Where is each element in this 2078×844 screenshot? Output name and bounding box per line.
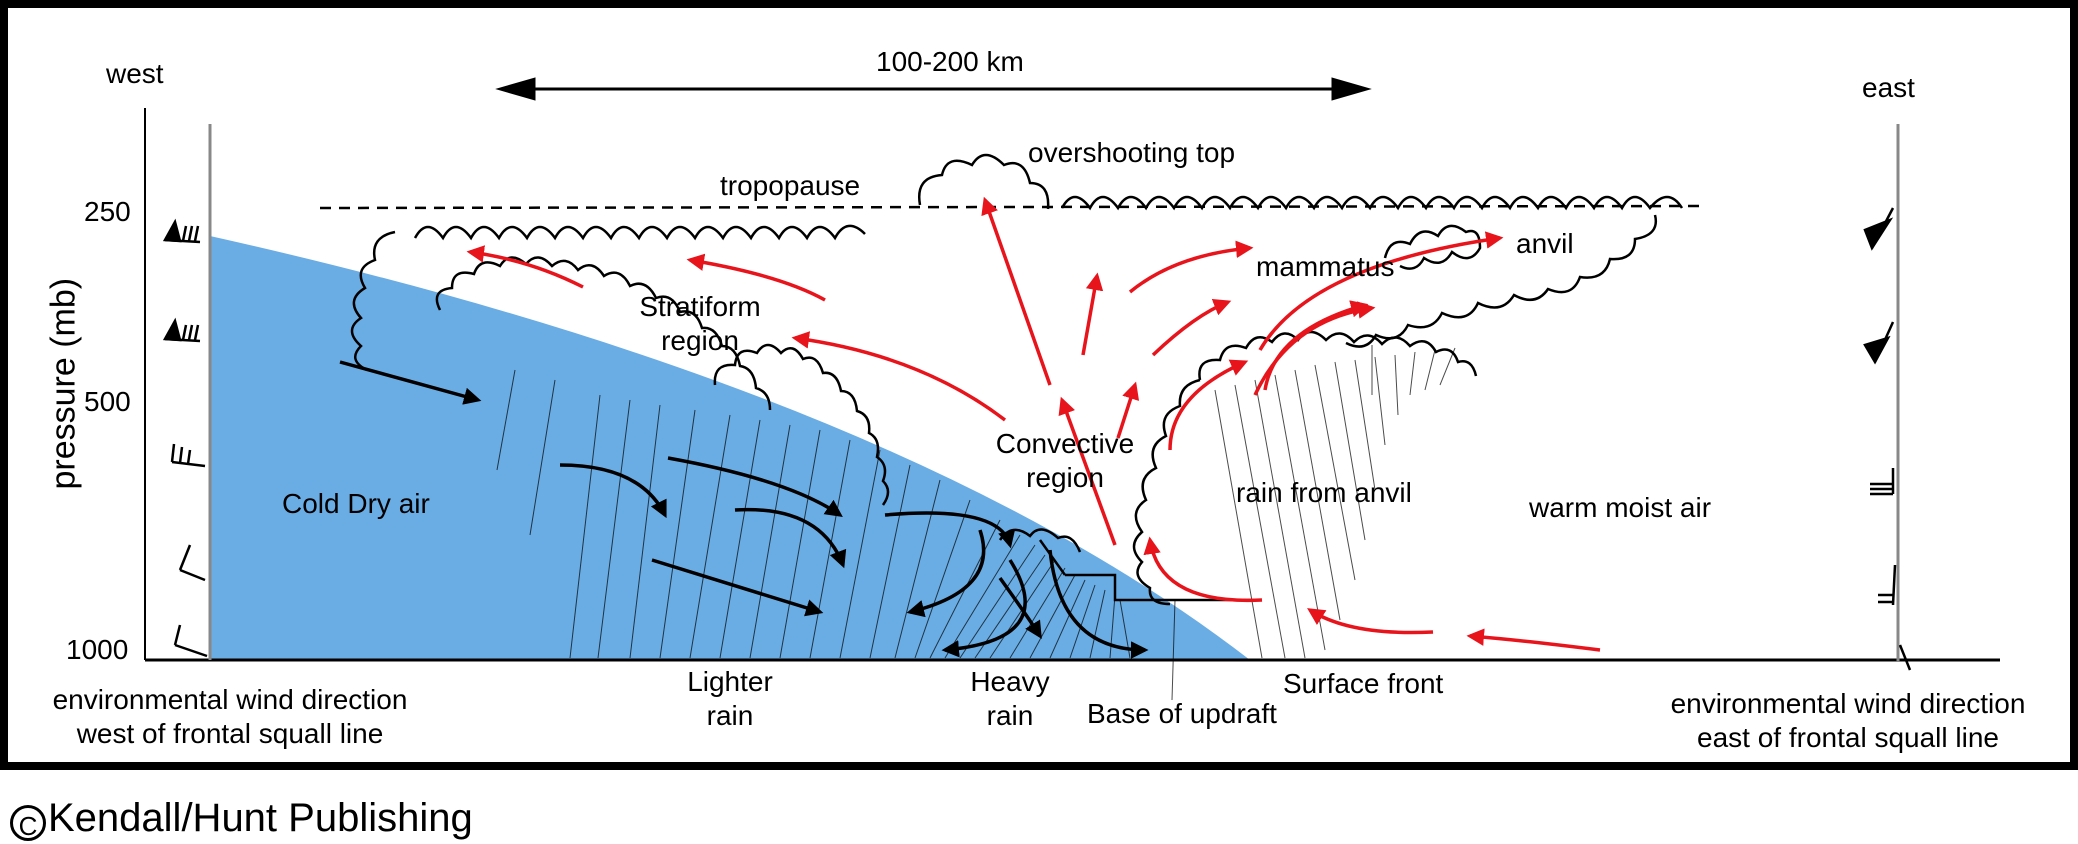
warm-moist-air-label: warm moist air xyxy=(1529,492,1712,523)
pressure-tick-250: 250 xyxy=(84,196,131,227)
env-west-line2: west of frontal squall line xyxy=(76,718,384,749)
stratiform-line2: region xyxy=(661,325,739,356)
scale-arrow xyxy=(495,77,1372,101)
anvil-label: anvil xyxy=(1516,228,1574,259)
wind-barb-icon xyxy=(1863,207,1895,251)
pressure-tick-1000: 1000 xyxy=(66,634,129,665)
base-of-updraft-label: Base of updraft xyxy=(1087,698,1277,729)
stratiform-region-label: Stratiform region xyxy=(610,291,790,357)
wind-barb-icon xyxy=(1878,564,1897,606)
lighter-rain-label: Lighter rain xyxy=(660,666,800,732)
env-wind-east-label: environmental wind direction east of fro… xyxy=(1638,688,2058,754)
y-axis-label: pressure (mb) xyxy=(44,277,83,490)
wind-barb-icon xyxy=(1898,644,1912,671)
wind-barb-icon xyxy=(173,624,208,658)
lighter-rain-line2: rain xyxy=(706,700,754,731)
env-east-line2: east of frontal squall line xyxy=(1697,722,1999,753)
convective-line1: Convective xyxy=(995,428,1135,459)
east-wind-barbs xyxy=(1863,207,1912,671)
heavy-rain-line2: rain xyxy=(986,700,1034,731)
scale-label: 100-200 km xyxy=(876,46,1024,77)
east-label: east xyxy=(1862,72,1915,103)
wind-barb-icon xyxy=(1863,321,1895,365)
publisher-name: Kendall/Hunt Publishing xyxy=(48,796,473,840)
lighter-rain-line1: Lighter xyxy=(687,666,773,697)
convective-region-label: Convective region xyxy=(975,428,1155,494)
convective-line2: region xyxy=(1026,462,1104,493)
wind-barb-icon xyxy=(162,218,201,244)
heavy-rain-label: Heavy rain xyxy=(940,666,1080,732)
cold-air-wedge xyxy=(210,236,1250,660)
cold-dry-air-label: Cold Dry air xyxy=(282,488,430,519)
heavy-rain-line1: Heavy xyxy=(970,666,1050,697)
downdraft-arrows xyxy=(339,360,1149,659)
mammatus-label: mammatus xyxy=(1256,251,1395,282)
env-west-line1: environmental wind direction xyxy=(52,684,408,715)
pressure-tick-500: 500 xyxy=(84,386,131,417)
wind-barb-icon xyxy=(162,317,201,343)
west-label: west xyxy=(106,58,164,89)
wind-barb-icon xyxy=(170,443,206,468)
surface-front-label: Surface front xyxy=(1283,668,1444,699)
env-east-line1: environmental wind direction xyxy=(1670,688,2026,719)
wind-barb-icon xyxy=(1870,468,1895,496)
stratiform-line1: Stratiform xyxy=(639,291,761,322)
wind-barb-icon xyxy=(178,544,206,582)
tropopause-line xyxy=(319,204,1706,210)
copyright-icon: C xyxy=(10,805,46,841)
cloud-outline xyxy=(350,153,1684,606)
env-wind-west-label: environmental wind direction west of fro… xyxy=(20,684,440,750)
figure-frame xyxy=(0,0,2078,770)
rain-from-anvil-label: rain from anvil xyxy=(1236,477,1412,508)
rain-streaks xyxy=(496,369,1176,701)
west-wind-barbs xyxy=(162,218,208,658)
tropopause-label: tropopause xyxy=(720,170,861,201)
updraft-arrows xyxy=(466,196,1601,652)
anvil-rain-streaks xyxy=(1214,345,1456,659)
overshooting-top-label: overshooting top xyxy=(1028,137,1236,168)
